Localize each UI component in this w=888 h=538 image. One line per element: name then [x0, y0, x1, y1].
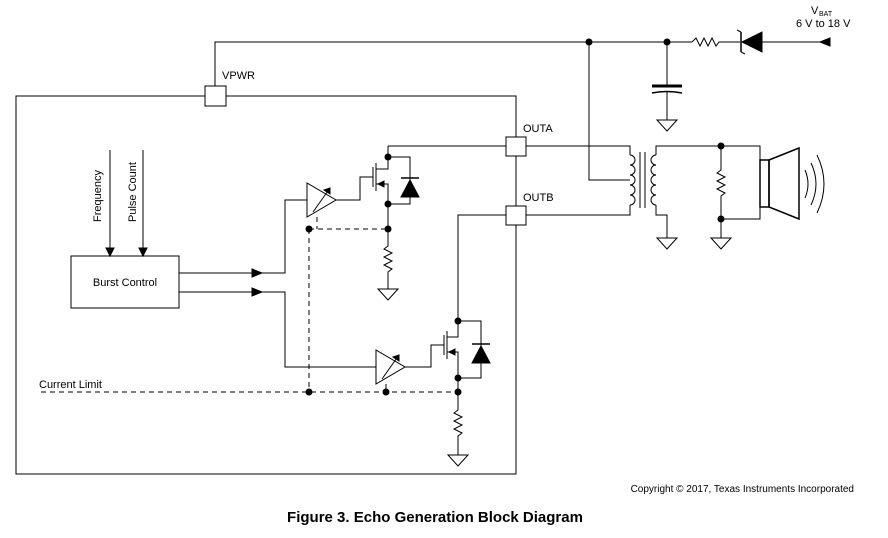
vpwr-label: VPWR: [222, 70, 255, 82]
burst-output-b-wire: [179, 287, 376, 368]
vbat-range: 6 V to 18 V: [796, 18, 851, 30]
outb-label: OUTB: [523, 192, 554, 204]
gate-wire-a: [336, 176, 373, 201]
vbat-input-resistor: [691, 36, 740, 48]
pulse-count-input-arrow: [138, 150, 148, 258]
current-limit-label: Current Limit: [39, 379, 102, 391]
ground-icon: [709, 237, 733, 250]
figure-caption: Figure 3. Echo Generation Block Diagram: [287, 509, 583, 526]
burst-control-block: [70, 255, 180, 309]
diode-wire-b: [458, 320, 482, 379]
secondary-top-wire: [655, 145, 761, 160]
current-limit-feedback: [41, 217, 458, 393]
ground-icon: [655, 237, 679, 250]
vbat-label: V: [811, 5, 819, 17]
device-boundary: [15, 95, 517, 475]
transformer: [629, 152, 657, 208]
supply-capacitor: [651, 42, 683, 120]
reverse-protection-diode: [736, 29, 763, 55]
body-diode-b: [471, 343, 491, 364]
frequency-input-arrow: [105, 150, 115, 258]
ground-icon: [376, 288, 400, 301]
sense-resistor-a: [382, 229, 394, 289]
pulse-count-label: Pulse Count: [127, 162, 139, 222]
secondary-bottom-wire: [655, 205, 668, 238]
vpwr-pin: [204, 85, 227, 107]
mosfet-b: [443, 321, 459, 392]
copyright-notice: Copyright © 2017, Texas Instruments Inco…: [631, 484, 854, 495]
tuning-resistor: [715, 146, 727, 238]
outa-wire: [526, 145, 631, 155]
vbat-input-arrow: [762, 37, 831, 47]
outb-internal-wire: [457, 214, 506, 321]
junction-dot: [305, 388, 313, 396]
outa-pin: [505, 136, 527, 157]
transducer-return-wire: [721, 207, 761, 220]
burst-control-label: Burst Control: [93, 277, 157, 289]
gate-driver-b: [375, 349, 406, 385]
mosfet-a: [372, 157, 389, 229]
vpwr-supply-wire: [214, 41, 692, 86]
sense-resistor-b: [452, 392, 464, 455]
frequency-label: Frequency: [92, 170, 104, 222]
vbat-subscript: BAT: [819, 11, 833, 18]
transformer-center-tap-wire: [588, 42, 630, 181]
junction-dot: [384, 200, 392, 208]
body-diode-a: [400, 177, 420, 198]
transducer-icon: [759, 146, 825, 221]
ground-icon: [655, 119, 679, 132]
junction-dot: [305, 225, 313, 233]
gate-wire-b: [405, 344, 444, 368]
burst-output-a-wire: [179, 199, 307, 278]
junction-dot: [454, 374, 462, 382]
ground-icon: [446, 454, 470, 467]
gate-driver-a: [306, 182, 337, 218]
outa-label: OUTA: [523, 123, 553, 135]
outb-wire: [526, 205, 631, 216]
junction-dot: [382, 388, 390, 396]
outb-pin: [505, 205, 527, 226]
